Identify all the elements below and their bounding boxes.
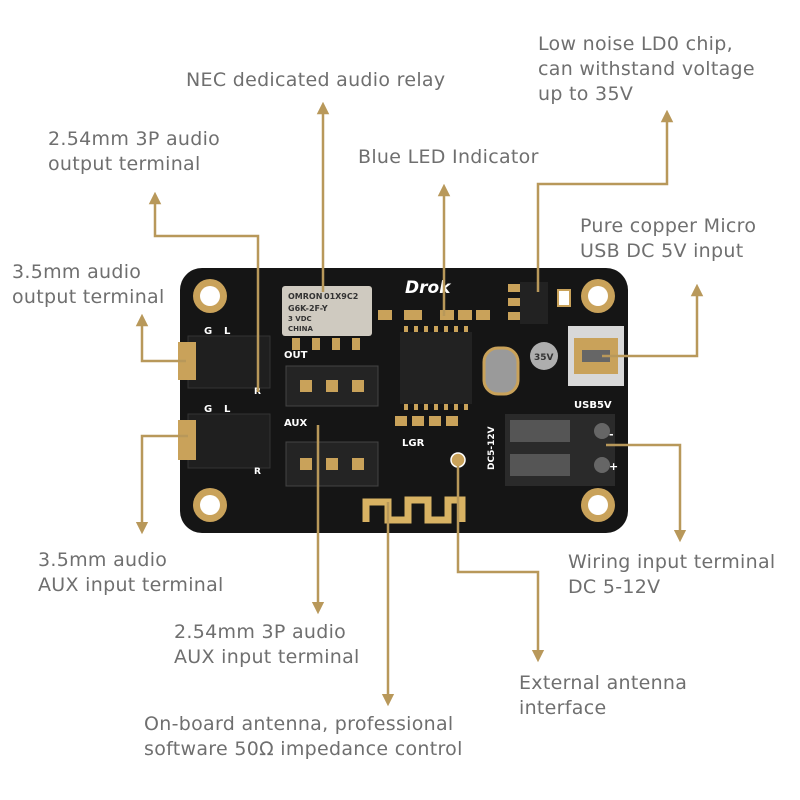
arrow-aux-35 bbox=[135, 434, 188, 535]
silk-aux-g: G bbox=[204, 404, 212, 415]
label-ldo-line-1: Low noise LD0 chip, bbox=[538, 33, 733, 55]
label-relay-line-1: NEC dedicated audio relay bbox=[186, 69, 446, 91]
label-ldo-line-2: can withstand voltage bbox=[538, 58, 755, 80]
arrow-ldo bbox=[536, 109, 674, 292]
mounting-hole-bottom-left bbox=[193, 488, 227, 522]
label-out-35-line-2: output terminal bbox=[12, 286, 165, 308]
label-aux-254-line-2: AUX input terminal bbox=[174, 646, 360, 668]
relay-pins bbox=[292, 338, 360, 350]
label-aux-35-line-1: 3.5mm audio bbox=[38, 549, 168, 571]
silk-out-g: G bbox=[204, 326, 212, 337]
relay-line-4: CHINA bbox=[288, 325, 313, 333]
silk-usb: USB5V bbox=[574, 400, 612, 411]
label-ext-antenna-line-2: interface bbox=[519, 697, 607, 719]
audio-relay: OMRON 01X9C2 G6K-2F-Y 3 VDC CHINA bbox=[282, 286, 372, 336]
arrow-out-254 bbox=[148, 191, 260, 392]
label-out-35: 3.5mm audio output terminal bbox=[12, 260, 165, 310]
label-ldo: Low noise LD0 chip, can withstand voltag… bbox=[538, 32, 755, 107]
silk-dc: DC5-12V bbox=[487, 426, 497, 470]
label-wiring: Wiring input terminal DC 5-12V bbox=[568, 550, 775, 600]
silk-aux-r: R bbox=[254, 467, 261, 477]
electrolytic-capacitor: 35V bbox=[530, 342, 558, 370]
pcb-board: OMRON 01X9C2 G6K-2F-Y 3 VDC CHINA Drok bbox=[178, 268, 628, 533]
label-ext-antenna: External antenna interface bbox=[519, 671, 687, 721]
led-row: LGR bbox=[395, 416, 458, 449]
label-ext-antenna-line-1: External antenna bbox=[519, 672, 688, 694]
main-ic-chip bbox=[400, 326, 472, 410]
label-wiring-line-1: Wiring input terminal bbox=[568, 551, 776, 573]
dc-wiring-terminal: - + DC5-12V bbox=[487, 414, 618, 486]
arrow-out-35 bbox=[135, 313, 186, 363]
silk-minus: - bbox=[609, 428, 614, 441]
label-aux-254: 2.54mm 3P audio AUX input terminal bbox=[174, 620, 360, 670]
aux-input-jack-35mm: G L R bbox=[178, 404, 271, 477]
silk-lgr: LGR bbox=[402, 438, 425, 449]
capacitor-text: 35V bbox=[534, 353, 554, 363]
mounting-hole-bottom-right bbox=[581, 488, 615, 522]
label-aux-35: 3.5mm audio AUX input terminal bbox=[38, 548, 224, 598]
onboard-antenna-trace bbox=[362, 496, 466, 524]
label-usb: Pure copper Micro USB DC 5V input bbox=[580, 214, 756, 264]
label-onboard-antenna: On-board antenna, professional software … bbox=[144, 712, 463, 762]
label-led-line-1: Blue LED Indicator bbox=[358, 146, 539, 168]
silk-out-l: L bbox=[224, 326, 231, 337]
callout-arrows bbox=[135, 101, 704, 707]
label-out-254-line-1: 2.54mm 3P audio bbox=[48, 128, 221, 150]
label-aux-254-line-1: 2.54mm 3P audio bbox=[174, 621, 347, 643]
label-ldo-line-3: up to 35V bbox=[538, 83, 634, 105]
micro-usb-port: USB5V bbox=[568, 326, 624, 411]
silk-aux: AUX bbox=[284, 418, 308, 429]
mounting-hole-top-left bbox=[193, 279, 227, 313]
label-out-254: 2.54mm 3P audio output terminal bbox=[48, 127, 220, 177]
crystal-oscillator bbox=[482, 346, 520, 396]
audio-output-jack-35mm: G L R bbox=[178, 326, 271, 397]
label-usb-line-1: Pure copper Micro bbox=[580, 215, 757, 237]
header-254-output: OUT bbox=[284, 350, 379, 407]
label-onboard-antenna-line-2: software 50Ω impedance control bbox=[144, 738, 463, 760]
silk-aux-l: L bbox=[224, 404, 231, 415]
label-out-35-line-1: 3.5mm audio bbox=[12, 261, 142, 283]
arrow-ext-antenna bbox=[456, 466, 545, 663]
ldo-chip bbox=[508, 282, 571, 324]
external-antenna-pad bbox=[450, 452, 466, 468]
relay-code: 01X9C2 bbox=[324, 292, 358, 301]
smd-components-top bbox=[378, 310, 490, 320]
label-out-254-line-2: output terminal bbox=[48, 153, 201, 175]
label-usb-line-2: USB DC 5V input bbox=[580, 240, 744, 262]
mounting-hole-top-right bbox=[581, 279, 615, 313]
arrow-wiring bbox=[606, 443, 687, 543]
silk-out: OUT bbox=[284, 350, 308, 361]
label-wiring-line-2: DC 5-12V bbox=[568, 576, 661, 598]
header-254-aux: AUX bbox=[284, 418, 379, 487]
label-onboard-antenna-line-1: On-board antenna, professional bbox=[144, 713, 454, 735]
silk-plus: + bbox=[609, 460, 618, 473]
arrow-usb bbox=[602, 283, 704, 358]
label-aux-35-line-2: AUX input terminal bbox=[38, 574, 224, 596]
label-relay: NEC dedicated audio relay bbox=[186, 68, 445, 93]
relay-line-1: OMRON bbox=[288, 292, 322, 301]
label-led: Blue LED Indicator bbox=[358, 145, 539, 170]
relay-line-3: 3 VDC bbox=[288, 315, 312, 323]
relay-line-2: G6K-2F-Y bbox=[288, 304, 328, 313]
brand-logo: Drok bbox=[405, 278, 452, 298]
